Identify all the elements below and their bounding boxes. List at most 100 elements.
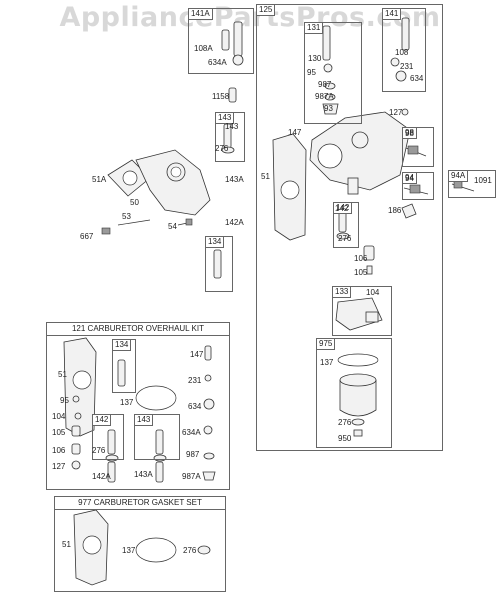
kit-137-oring — [135, 385, 177, 411]
box-141a-tag: 141A — [189, 9, 213, 20]
kit-box-143: 143 — [134, 414, 180, 460]
carburetor-overhaul-kit: 121 CARBURETOR OVERHAUL KIT — [46, 322, 230, 490]
label-142: 142 — [335, 204, 349, 213]
box-94-tag: 94 — [403, 173, 417, 184]
kit-label-127: 127 — [52, 462, 66, 471]
kit-label-634a: 634A — [182, 428, 201, 437]
label-276: 276 — [215, 144, 229, 153]
label-276-c: 276 — [338, 418, 352, 427]
label-130: 130 — [308, 54, 322, 63]
part-105 — [366, 265, 373, 275]
kit-51-gasket — [63, 337, 97, 437]
label-667: 667 — [80, 232, 94, 241]
box-98-tag: 98 — [403, 128, 417, 139]
part-141-assembly — [390, 17, 410, 82]
box-141-tag: 141 — [383, 9, 402, 20]
watermark: AppliancePartsPros.com — [59, 2, 441, 33]
label-987: 987 — [318, 80, 332, 89]
label-106: 106 — [354, 254, 368, 263]
kit-box-143-tag: 143 — [135, 415, 154, 426]
part-94-needle — [403, 184, 429, 195]
kit-label-105: 105 — [52, 428, 66, 437]
label-53: 53 — [122, 212, 131, 221]
gasket-set-title: 977 CARBURETOR GASKET SET — [55, 497, 225, 510]
kit-label-634: 634 — [188, 402, 202, 411]
part-51a-gasket — [107, 159, 151, 197]
label-137: 137 — [320, 358, 334, 367]
box-125-carburetor: 125 — [256, 4, 443, 451]
kit-label-104: 104 — [52, 412, 66, 421]
carburetor-gasket-set: 977 CARBURETOR GASKET SET — [54, 496, 226, 592]
part-143 — [221, 123, 235, 154]
label-231: 231 — [400, 62, 414, 71]
kit-box-142: 142 — [92, 414, 124, 460]
label-1158: 1158 — [212, 92, 230, 101]
box-133: 133 — [332, 286, 392, 336]
kit-right-parts — [202, 345, 216, 481]
box-141: 141 — [382, 8, 426, 92]
gasket-set-51 — [73, 509, 109, 586]
box-975: 975 — [316, 338, 392, 448]
box-134-tag: 134 — [206, 237, 225, 248]
part-106 — [363, 245, 375, 261]
part-186 — [401, 203, 417, 219]
box-134: 134 — [205, 236, 233, 292]
label-127: 127 — [389, 108, 403, 117]
part-50-manifold — [135, 149, 211, 216]
gasket-label-276: 276 — [183, 546, 197, 555]
kit-label-95: 95 — [60, 396, 69, 405]
kit-label-987a: 987A — [182, 472, 201, 481]
part-1158 — [228, 87, 237, 103]
label-98: 98 — [405, 129, 414, 138]
kit-label-231: 231 — [188, 376, 202, 385]
gasket-label-137: 137 — [122, 546, 136, 555]
label-50: 50 — [130, 198, 139, 207]
kit-label-142a: 142A — [92, 472, 111, 481]
part-54-screw — [177, 218, 193, 226]
label-143: 143 — [225, 122, 239, 131]
label-634: 634 — [410, 74, 424, 83]
label-634a: 634A — [208, 58, 227, 67]
kit-label-987: 987 — [186, 450, 200, 459]
part-carburetor-body — [309, 111, 411, 195]
box-143-tag: 143 — [216, 113, 235, 124]
part-975-bowl — [337, 353, 379, 437]
box-975-tag: 975 — [317, 339, 336, 350]
overhaul-kit-title: 121 CARBURETOR OVERHAUL KIT — [47, 323, 229, 336]
part-127 — [401, 108, 409, 116]
label-104: 104 — [366, 288, 380, 297]
kit-134 — [117, 359, 126, 387]
label-987a: 987A — [315, 92, 334, 101]
label-108: 108 — [395, 48, 409, 57]
kit-label-147: 147 — [190, 350, 204, 359]
part-53-stud — [101, 219, 151, 235]
box-94a: 94A — [448, 170, 496, 198]
kit-box-142-tag: 142 — [93, 415, 112, 426]
label-143a: 143A — [225, 175, 244, 184]
label-51a: 51A — [92, 175, 107, 184]
kit-box-134-tag: 134 — [113, 340, 132, 351]
kit-label-106: 106 — [52, 446, 66, 455]
box-94: 94 — [402, 172, 434, 200]
box-125-tag: 125 — [257, 5, 276, 16]
label-95: 95 — [307, 68, 316, 77]
box-98: 98 — [402, 127, 434, 167]
part-51-gasket — [272, 133, 307, 241]
part-98-needle — [405, 145, 427, 157]
label-108a: 108A — [194, 44, 213, 53]
box-141a: 141A — [188, 8, 254, 74]
label-105: 105 — [354, 268, 368, 277]
kit-label-51: 51 — [58, 370, 67, 379]
label-950: 950 — [338, 434, 352, 443]
kit-small-parts — [71, 395, 82, 470]
label-1091: 1091 — [474, 176, 492, 185]
label-94: 94 — [405, 174, 414, 183]
label-147: 147 — [288, 128, 302, 137]
label-51: 51 — [261, 172, 270, 181]
kit-142 — [105, 429, 119, 483]
box-142: 142 — [333, 202, 359, 248]
part-134 — [213, 249, 222, 279]
kit-label-276: 276 — [92, 446, 106, 455]
part-133-float — [335, 297, 383, 331]
